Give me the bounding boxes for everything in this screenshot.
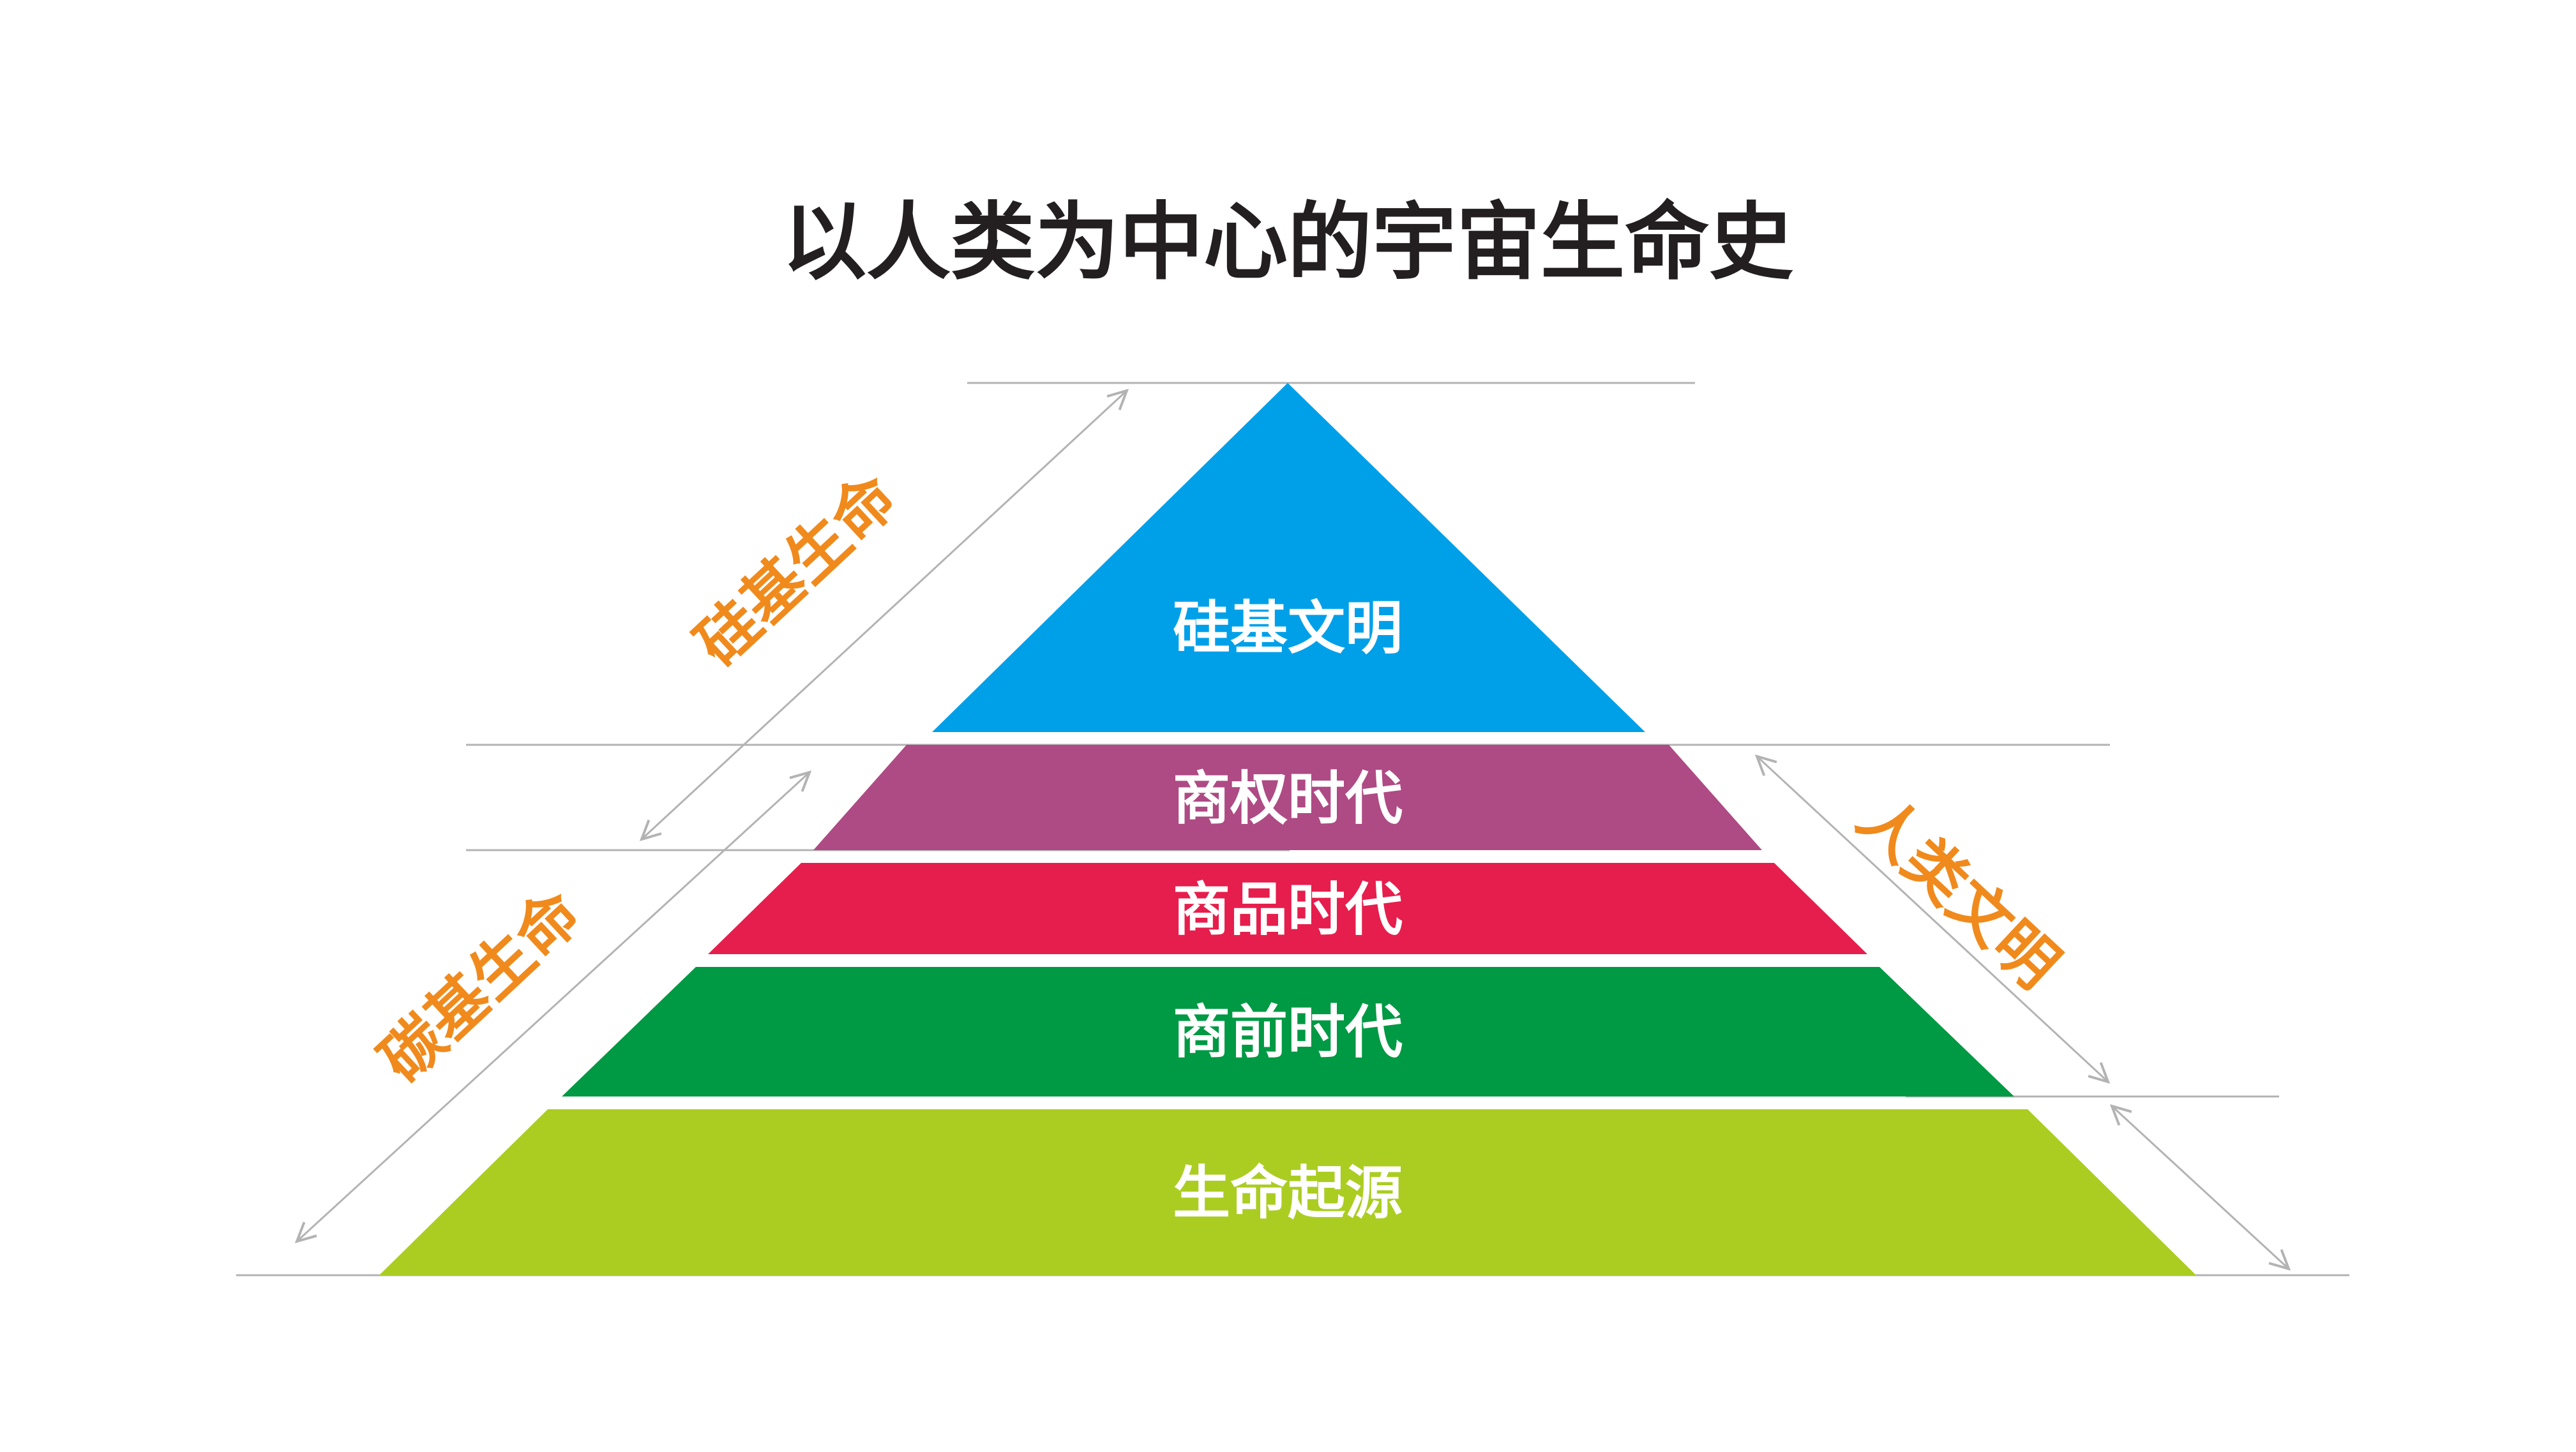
layer-pre-commercial-era	[562, 967, 2014, 1096]
layer-label-silicon-civilization: 硅基文明	[1173, 595, 1403, 662]
side-label-carbon-life: 碳基生命	[366, 877, 594, 1096]
silicon-life-span-arrow	[642, 391, 1127, 839]
layer-label-pre-commercial-era: 商前时代	[1173, 999, 1403, 1066]
diagram-title: 以人类为中心的宇宙生命史	[782, 193, 1793, 292]
layer-label-origin-of-life: 生命起源	[1173, 1160, 1403, 1227]
layer-silicon-civilization	[932, 383, 1645, 732]
carbon-life-span-arrow	[297, 772, 810, 1241]
layer-origin-of-life	[379, 1109, 2196, 1275]
layer-label-commercial-power-era: 商权时代	[1173, 765, 1403, 832]
origin-span-arrow	[2112, 1106, 2289, 1269]
side-label-silicon-life: 硅基生命	[682, 461, 910, 680]
layer-label-commodity-era: 商品时代	[1173, 876, 1403, 943]
layer-commodity-era	[708, 863, 1867, 954]
human-civilization-span-arrow	[1757, 756, 2108, 1082]
